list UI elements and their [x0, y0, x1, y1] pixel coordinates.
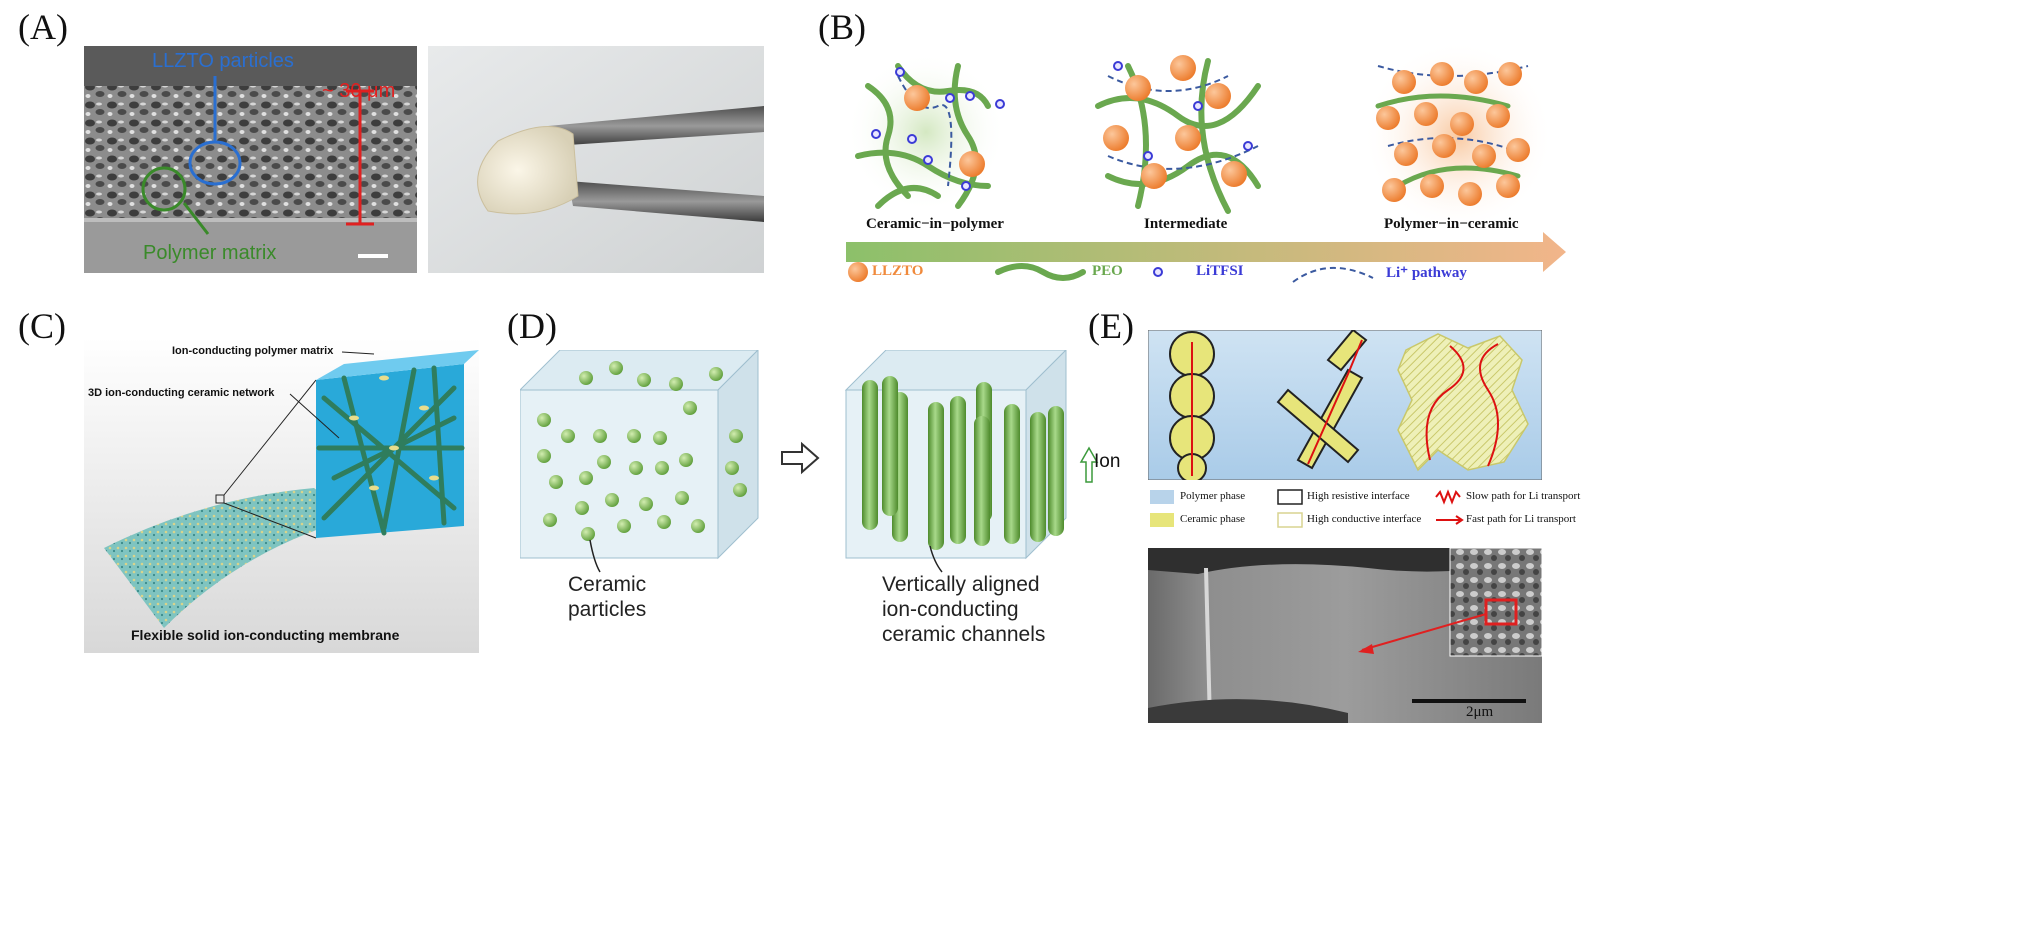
llzto-legend-symbol [848, 262, 868, 282]
pathway-legend-symbol [1292, 267, 1374, 283]
ceramic-phase-label: Ceramic phase [1180, 513, 1246, 525]
thickness-label: ~ 30 μm [322, 80, 396, 102]
peo-legend-symbol [995, 263, 1086, 281]
ceramic-phase-swatch [1150, 513, 1174, 527]
sem-micrograph [1148, 548, 1542, 723]
high-resistive-label: High resistive interface [1307, 490, 1410, 502]
ceramic-network-cube [316, 350, 479, 538]
scale-bar [358, 254, 388, 258]
sem-cross-section-image [84, 46, 417, 273]
high-conductive-label: High conductive interface [1307, 513, 1422, 525]
composite-structure-diagram [846, 46, 1566, 283]
high-conductive-swatch [1277, 512, 1303, 528]
panel-c-label: (C) [18, 306, 66, 346]
tweezers-lower [568, 181, 764, 222]
polymer-phase-label: Polymer phase [1180, 490, 1246, 502]
peo-legend-label: PEO [1092, 263, 1123, 279]
llzto-legend-label: LLZTO [872, 263, 924, 279]
aligned-channels-box [844, 350, 1067, 573]
stage-polymer-in-ceramic: Polymer−in−ceramic [1384, 216, 1519, 232]
caption-line: particles [568, 598, 647, 621]
transition-arrow [846, 232, 1566, 272]
zoom-pointer [1361, 613, 1487, 651]
continuous-network [1397, 333, 1529, 472]
litfsi-legend-label: LiTFSI [1196, 263, 1244, 279]
ion-label: Ion [1094, 451, 1121, 472]
panel-a-label: (A) [18, 7, 68, 47]
sem-scale-label: 2μm [1466, 704, 1494, 720]
membrane-caption: Flexible solid ion-conducting membrane [131, 627, 400, 643]
panel-e-label: (E) [1088, 306, 1134, 346]
caption-line: Vertically aligned [882, 573, 1040, 596]
fast-path-label: Fast path for Li transport [1466, 513, 1576, 525]
caption-line: ion-conducting [882, 598, 1019, 621]
intermediate-illustration [1095, 55, 1261, 214]
ceramic-particles-caption: Ceramic particles [568, 572, 646, 622]
inset-highlight-box [1484, 598, 1518, 626]
litfsi-legend-symbol [1153, 267, 1163, 277]
ion-direction-arrow [1079, 446, 1099, 483]
inset-image [1449, 548, 1542, 657]
random-particles-box [520, 350, 759, 573]
stage-ceramic-in-polymer: Ceramic−in−polymer [866, 216, 1004, 232]
polymer-matrix-circle [141, 166, 187, 212]
transport-legend [1150, 489, 1464, 528]
panel-b-label: (B) [818, 7, 866, 47]
caption-line: Ceramic [568, 573, 647, 596]
panel-d-label: (D) [507, 306, 557, 346]
polymer-matrix-annotation: Ion-conducting polymer matrix [172, 345, 334, 357]
polymer-phase-swatch [1150, 490, 1174, 504]
rod-network [1276, 330, 1368, 470]
membrane-illustration [84, 338, 479, 653]
stage-intermediate: Intermediate [1144, 216, 1228, 232]
polymer-matrix-label: Polymer matrix [143, 242, 277, 264]
flexible-membrane-sheet [104, 488, 354, 628]
slow-path-symbol [1435, 489, 1461, 505]
transport-path-schematic [1148, 330, 1542, 480]
ceramic-in-polymer-illustration [846, 52, 1006, 212]
high-resistive-swatch [1277, 489, 1303, 505]
tweezers-upper [548, 106, 764, 146]
flexible-film [477, 125, 579, 215]
slow-path-label: Slow path for Li transport [1466, 490, 1581, 502]
membrane-photo [428, 46, 764, 273]
ceramic-network-annotation: 3D ion-conducting ceramic network [88, 387, 275, 399]
caption-line: ceramic channels [882, 623, 1046, 646]
polymer-in-ceramic-illustration [1363, 46, 1553, 231]
ceramic-alignment-diagram [520, 350, 1099, 573]
aligned-channels-caption: Vertically aligned ion-conducting cerami… [882, 572, 1045, 647]
transform-arrow [781, 441, 820, 475]
pathway-legend-label: Li⁺ pathway [1386, 265, 1467, 281]
llzto-particles-label: LLZTO particles [152, 50, 294, 72]
